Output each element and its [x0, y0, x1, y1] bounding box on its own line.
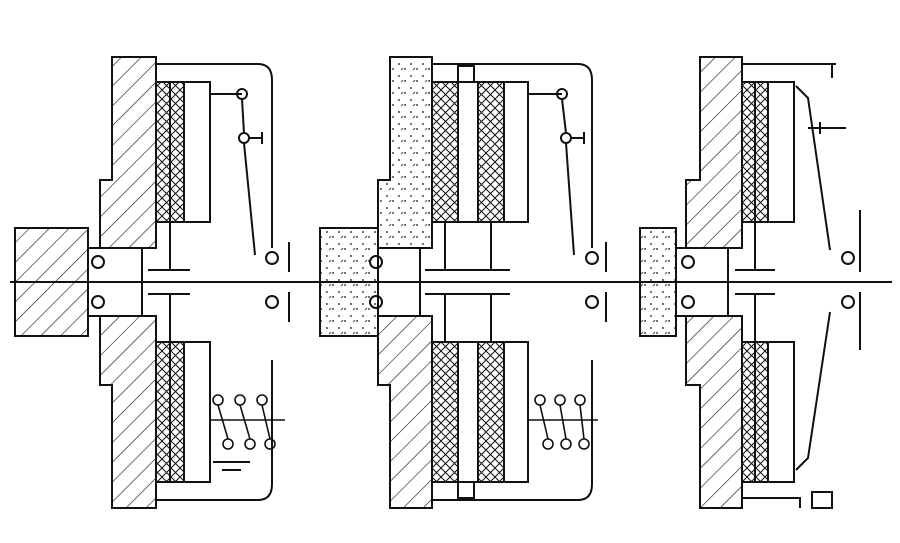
intermediate-plate-upper [457, 81, 479, 223]
panel-diaphragm-spring [639, 56, 861, 509]
pressure-plate-lower [767, 341, 795, 483]
bearing-hole-upper [369, 255, 383, 269]
flywheel [377, 56, 433, 249]
coil-spring [528, 394, 598, 450]
flywheel [99, 56, 157, 249]
panel-twin-plate-coil-spring [319, 56, 607, 509]
pressure-plate-lower [503, 341, 529, 483]
bearing-hole-lower [91, 295, 105, 309]
clutch-cover [742, 63, 833, 78]
clutch-cover [432, 63, 593, 248]
intermediate-plate-lower [457, 341, 479, 483]
pressure-plate-upper [183, 81, 211, 223]
diaphragm-spring [795, 85, 831, 251]
coil-spring [210, 394, 285, 450]
pressure-plate-upper [503, 81, 529, 223]
pressure-plate-lower [183, 341, 211, 483]
friction-disc-1-upper [431, 81, 459, 223]
bearing-hole-upper [681, 255, 695, 269]
panel-single-plate-coil-spring [14, 56, 290, 509]
clutch-cover [156, 63, 273, 248]
friction-disc-2-lower [477, 341, 505, 483]
bearing-hole-upper [91, 255, 105, 269]
friction-disc-2-upper [477, 81, 505, 223]
flywheel-lower [685, 315, 743, 509]
flywheel [685, 56, 743, 249]
flywheel-lower [99, 315, 157, 509]
bearing-hole-lower [369, 295, 383, 309]
pressure-plate-upper [767, 81, 795, 223]
friction-disc-1-lower [431, 341, 459, 483]
bearing-hole-lower [681, 295, 695, 309]
flywheel-lower [377, 315, 433, 509]
